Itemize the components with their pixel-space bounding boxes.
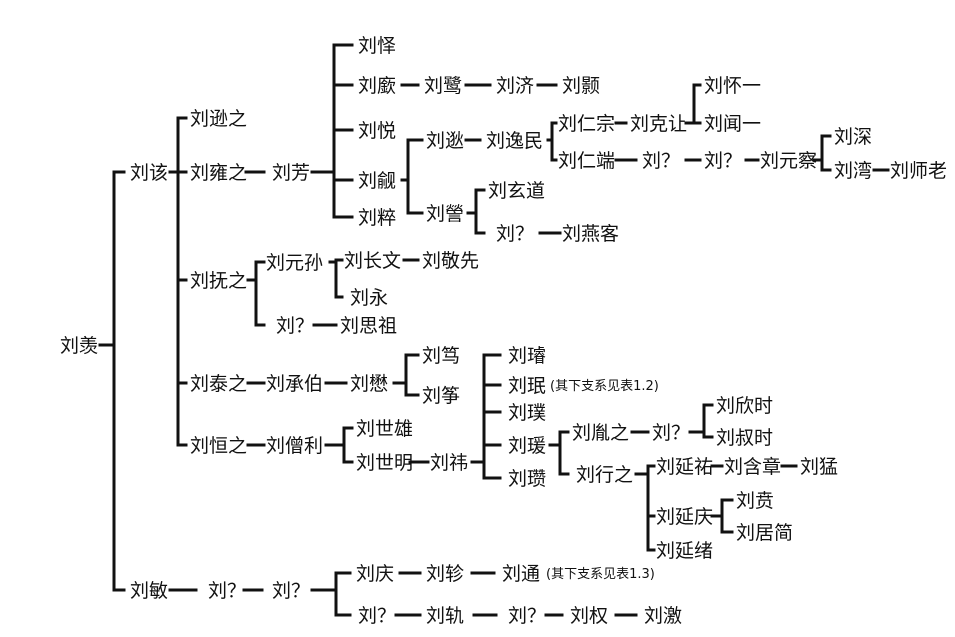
connector xyxy=(812,134,832,172)
connector xyxy=(634,464,656,552)
connector xyxy=(168,116,188,447)
node-label: 刘胤之 xyxy=(572,422,629,444)
node-label: 刘？ xyxy=(508,605,546,627)
node-label: 刘长文 xyxy=(344,250,401,272)
node-label: 刘逊之 xyxy=(190,108,247,130)
connector xyxy=(466,188,486,235)
node-label: 刘思祖 xyxy=(340,315,397,337)
node-label: 刘世明 xyxy=(356,452,413,474)
node-label: 刘敏 xyxy=(130,580,168,602)
node-label: 刘雍之 xyxy=(190,162,247,184)
connector xyxy=(546,121,558,162)
connector xyxy=(470,353,502,480)
node-label: 刘欣时 xyxy=(716,395,773,417)
node-label: 刘世雄 xyxy=(356,418,413,440)
note-label: (其下支系见表1.3) xyxy=(546,567,655,582)
connector xyxy=(548,430,570,476)
node-label: 刘延庆 xyxy=(656,506,713,528)
connector xyxy=(246,260,266,327)
node-label: 刘猛 xyxy=(800,456,838,478)
connector xyxy=(328,258,344,299)
node-label: 刘珉 xyxy=(508,375,546,397)
node-label: 刘克让 xyxy=(630,113,687,135)
node-label: 刘该 xyxy=(130,162,168,184)
node-label: 刘闻一 xyxy=(704,113,761,135)
node-label: 刘庆 xyxy=(356,563,394,585)
node-label: 刘？ xyxy=(358,605,396,627)
node-label: 刘元察 xyxy=(760,150,817,172)
node-label: 刘承伯 xyxy=(266,373,323,395)
node-label: 刘？ xyxy=(652,422,690,444)
node-label: 刘廞 xyxy=(358,75,396,97)
node-label: 刘觎 xyxy=(358,170,396,192)
node-label: 刘逖 xyxy=(426,130,464,152)
node-label: 刘含章 xyxy=(724,456,781,478)
node-label: 刘权 xyxy=(570,605,608,627)
connector xyxy=(688,403,714,439)
node-label: 刘颢 xyxy=(562,75,600,97)
node-label: 刘？ xyxy=(642,150,680,172)
node-label: 刘泰之 xyxy=(190,373,247,395)
node-label: 刘瑗 xyxy=(508,435,546,457)
node-label: 刘贲 xyxy=(736,490,774,512)
node-label: 刘延祐 xyxy=(656,456,713,478)
node-label: 刘祎 xyxy=(430,452,468,474)
node-label: 刘璿 xyxy=(508,345,546,367)
node-label: 刘恒之 xyxy=(190,435,247,457)
note-label: (其下支系见表1.2) xyxy=(550,379,659,394)
node-label: 刘？ xyxy=(208,580,246,602)
node-labels: 刘羡 刘该 刘敏 刘逊之 刘雍之 刘抚之 刘泰之 刘恒之 刘芳 刘怿 刘廞 刘悦… xyxy=(60,35,947,627)
connector xyxy=(310,43,354,219)
node-label: 刘叔时 xyxy=(716,427,773,449)
node-label: 刘仁端 xyxy=(558,150,615,172)
node-label: 刘行之 xyxy=(576,464,633,486)
node-label: 刘居简 xyxy=(736,522,793,544)
connector xyxy=(98,170,126,592)
node-label: 刘璞 xyxy=(508,402,546,424)
node-label: 刘逸民 xyxy=(486,130,543,152)
connector xyxy=(710,498,734,534)
node-label: 刘通 xyxy=(502,563,540,585)
node-label: 刘轸 xyxy=(426,563,464,585)
node-label: 刘？ xyxy=(496,223,534,245)
node-label: 刘轨 xyxy=(426,605,464,627)
node-label: 刘延绪 xyxy=(656,540,713,562)
connector xyxy=(392,353,420,397)
connector xyxy=(684,83,702,125)
node-label: 刘羡 xyxy=(60,335,98,357)
node-label: 刘深 xyxy=(834,126,872,148)
node-label: 刘怿 xyxy=(358,35,396,57)
node-label: 刘仁宗 xyxy=(558,113,615,135)
node-label: 刘师老 xyxy=(890,160,947,182)
node-label: 刘芳 xyxy=(272,162,310,184)
node-label: 刘？ xyxy=(704,150,742,172)
node-label: 刘筝 xyxy=(422,385,460,407)
node-label: 刘济 xyxy=(496,75,534,97)
node-label: 刘敬先 xyxy=(422,250,479,272)
node-label: 刘謍 xyxy=(426,203,464,225)
node-label: 刘永 xyxy=(350,287,388,309)
node-label: 刘悦 xyxy=(358,120,396,142)
node-label: 刘？ xyxy=(276,315,314,337)
connector xyxy=(400,138,424,215)
node-label: 刘？ xyxy=(272,580,310,602)
node-label: 刘激 xyxy=(644,605,682,627)
node-label: 刘僧利 xyxy=(266,435,323,457)
node-label: 刘湾 xyxy=(834,160,872,182)
node-label: 刘抚之 xyxy=(190,270,247,292)
node-label: 刘怀一 xyxy=(704,75,761,97)
node-label: 刘粹 xyxy=(358,207,396,229)
node-label: 刘鹭 xyxy=(424,75,462,97)
connector xyxy=(324,426,354,464)
node-label: 刘懋 xyxy=(350,373,388,395)
node-label: 刘瓒 xyxy=(508,468,546,490)
node-label: 刘笃 xyxy=(422,345,460,367)
node-label: 刘玄道 xyxy=(488,180,545,202)
connector xyxy=(334,571,352,617)
connector-lines xyxy=(98,43,890,617)
node-label: 刘燕客 xyxy=(562,223,619,245)
node-label: 刘元孙 xyxy=(266,252,323,274)
